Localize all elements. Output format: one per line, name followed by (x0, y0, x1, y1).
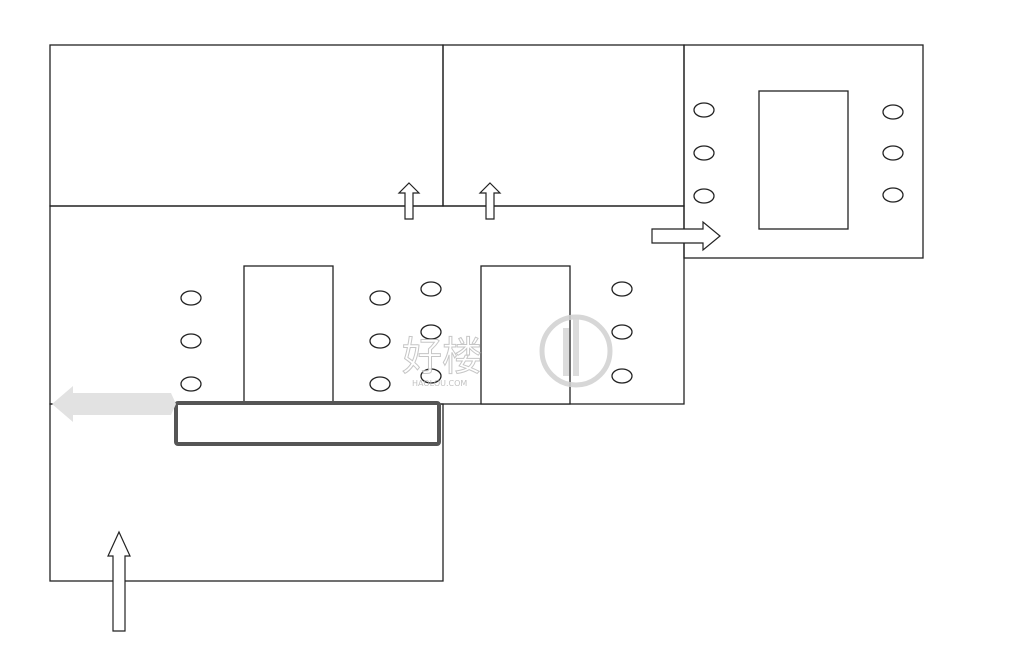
seat (369, 290, 391, 306)
seat (420, 368, 442, 384)
seat (420, 281, 442, 297)
right-room-meeting-table (693, 90, 904, 230)
seat (693, 145, 715, 161)
seat (882, 145, 904, 161)
watermark-subtext: HAOLOU.COM (412, 379, 467, 388)
watermark-text: 好楼 (402, 334, 482, 380)
seat (420, 324, 442, 340)
seat (611, 368, 633, 384)
seat (882, 104, 904, 120)
desk (243, 265, 334, 405)
left-arrow-icon (52, 386, 176, 422)
seat (180, 290, 202, 306)
watermark: 好楼 HAOLOU.COM (402, 314, 613, 388)
seat (611, 281, 633, 297)
seat (369, 376, 391, 392)
seat (180, 333, 202, 349)
arrows (52, 182, 721, 632)
top-middle-room (442, 44, 685, 207)
seat (693, 188, 715, 204)
up-arrow-icon (397, 182, 421, 220)
desk (480, 265, 571, 405)
right-arrow-icon (651, 220, 721, 252)
seat (882, 187, 904, 203)
desk-block-left (180, 265, 391, 405)
seat (693, 102, 715, 118)
desk-block-right (420, 265, 633, 405)
watermark-logo-icon (539, 314, 613, 388)
seat (180, 376, 202, 392)
central-hall (49, 205, 685, 405)
watermark-logo-bar (573, 318, 579, 376)
reception-counter (174, 401, 441, 446)
entrance-arrow-icon (107, 530, 131, 632)
seat (611, 324, 633, 340)
up-arrow-icon (478, 182, 502, 220)
watermark-logo-bar (563, 328, 569, 376)
meeting-table (758, 90, 849, 230)
top-left-room (49, 44, 444, 207)
right-room (683, 44, 924, 259)
seat (369, 333, 391, 349)
